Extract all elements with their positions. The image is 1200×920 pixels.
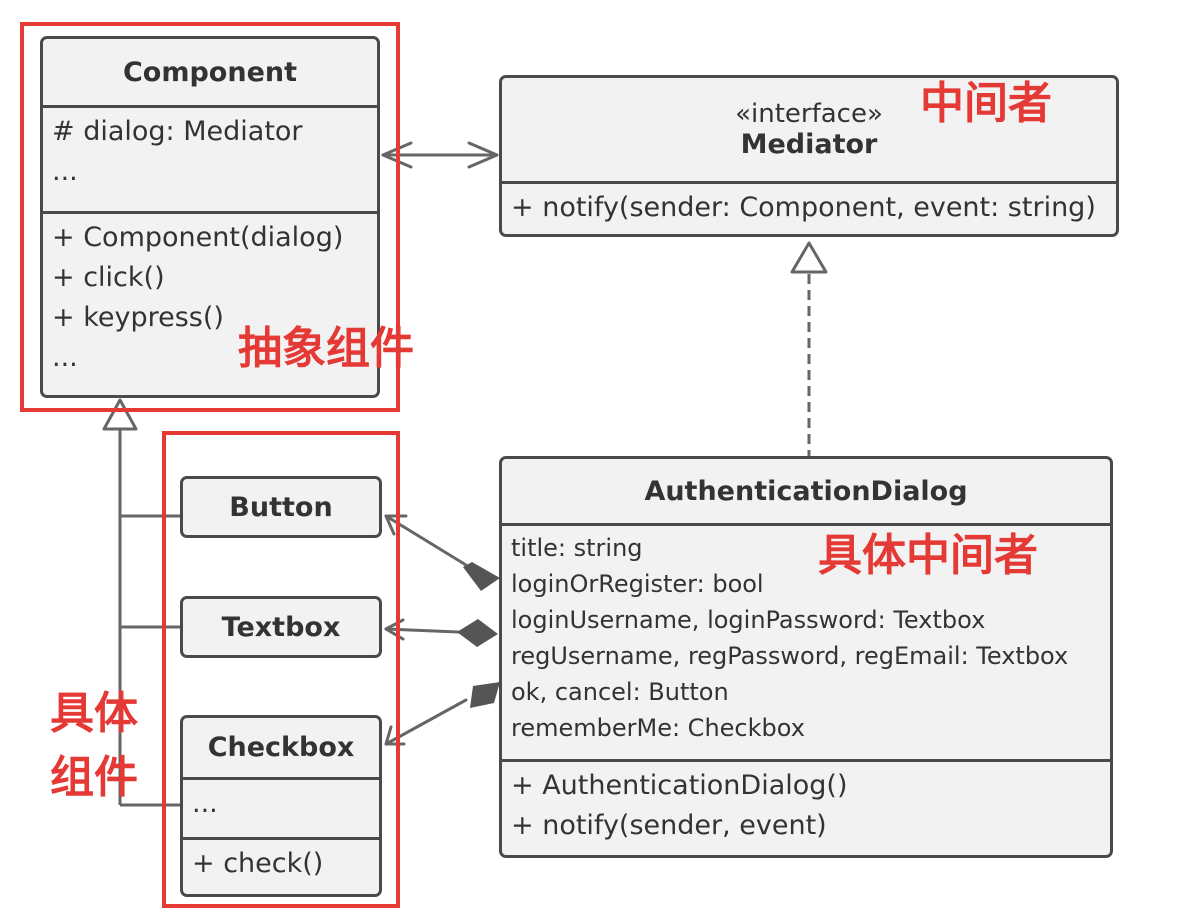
authentication-dialog-method: + notify(sender, event) — [511, 810, 827, 841]
authentication-dialog-field: loginOrRegister: bool — [511, 570, 764, 598]
component-fields: # dialog: Mediator ... — [43, 105, 377, 211]
button-class-name: Button — [229, 491, 333, 523]
checkbox-methods: + check() — [183, 837, 379, 884]
component-class-name: Component — [122, 56, 298, 88]
concrete-component-highlight-frame — [162, 431, 400, 908]
composition-connector-textbox — [384, 618, 498, 647]
authentication-dialog-field: rememberMe: Checkbox — [511, 714, 805, 742]
concrete-component-annotation-line1: 具体 — [50, 688, 138, 739]
mediator-interface-name: Mediator — [740, 129, 878, 160]
authentication-dialog-class: AuthenticationDialog title: string login… — [499, 456, 1113, 858]
authentication-dialog-methods: + AuthenticationDialog() + notify(sender… — [502, 759, 1110, 846]
authentication-dialog-header: AuthenticationDialog — [502, 459, 1110, 523]
component-field: # dialog: Mediator — [52, 116, 303, 147]
checkbox-fields: ... — [183, 777, 379, 837]
mediator-interface-header: «interface» Mediator — [502, 78, 1116, 181]
association-connector — [381, 141, 499, 169]
authentication-dialog-field: loginUsername, loginPassword: Textbox — [511, 606, 986, 634]
authentication-dialog-field: ok, cancel: Button — [511, 678, 729, 706]
realization-connector — [790, 241, 828, 456]
component-field: ... — [52, 156, 78, 187]
mediator-stereotype: «interface» — [735, 99, 883, 129]
concrete-mediator-annotation: 具体中间者 — [818, 530, 1038, 581]
button-class: Button — [180, 476, 382, 538]
checkbox-method: + check() — [192, 848, 324, 879]
textbox-class-name: Textbox — [221, 611, 341, 643]
mediator-interface: «interface» Mediator + notify(sender: Co… — [499, 75, 1119, 237]
composition-connector-button — [384, 514, 500, 591]
checkbox-field: ... — [192, 788, 218, 819]
abstract-component-highlight-frame — [20, 22, 400, 412]
authentication-dialog-field: regUsername, regPassword, regEmail: Text… — [511, 642, 1069, 670]
component-method: + click() — [52, 262, 165, 293]
abstract-component-annotation: 抽象组件 — [238, 323, 414, 374]
authentication-dialog-name: AuthenticationDialog — [644, 475, 968, 507]
textbox-class-header: Textbox — [183, 599, 379, 655]
authentication-dialog-fields: title: string loginOrRegister: bool logi… — [502, 523, 1110, 759]
mediator-method: + notify(sender: Component, event: strin… — [511, 192, 1096, 223]
component-method: + keypress() — [52, 302, 224, 333]
component-method: ... — [52, 342, 78, 373]
mediator-annotation: 中间者 — [920, 78, 1052, 129]
component-class: Component # dialog: Mediator ... + Compo… — [40, 36, 380, 398]
textbox-class: Textbox — [180, 596, 382, 658]
component-methods: + Component(dialog) + click() + keypress… — [43, 211, 377, 378]
authentication-dialog-method: + AuthenticationDialog() — [511, 770, 848, 801]
composition-connector-checkbox — [384, 682, 500, 746]
component-class-header: Component — [43, 39, 377, 105]
mediator-methods: + notify(sender: Component, event: strin… — [502, 181, 1116, 228]
button-class-header: Button — [183, 479, 379, 535]
authentication-dialog-field: title: string — [511, 534, 643, 562]
inheritance-connector — [102, 398, 180, 807]
checkbox-class-name: Checkbox — [207, 732, 355, 763]
concrete-component-annotation-line2: 组件 — [50, 752, 138, 803]
component-method: + Component(dialog) — [52, 222, 344, 253]
checkbox-class-header: Checkbox — [183, 718, 379, 777]
checkbox-class: Checkbox ... + check() — [180, 715, 382, 897]
